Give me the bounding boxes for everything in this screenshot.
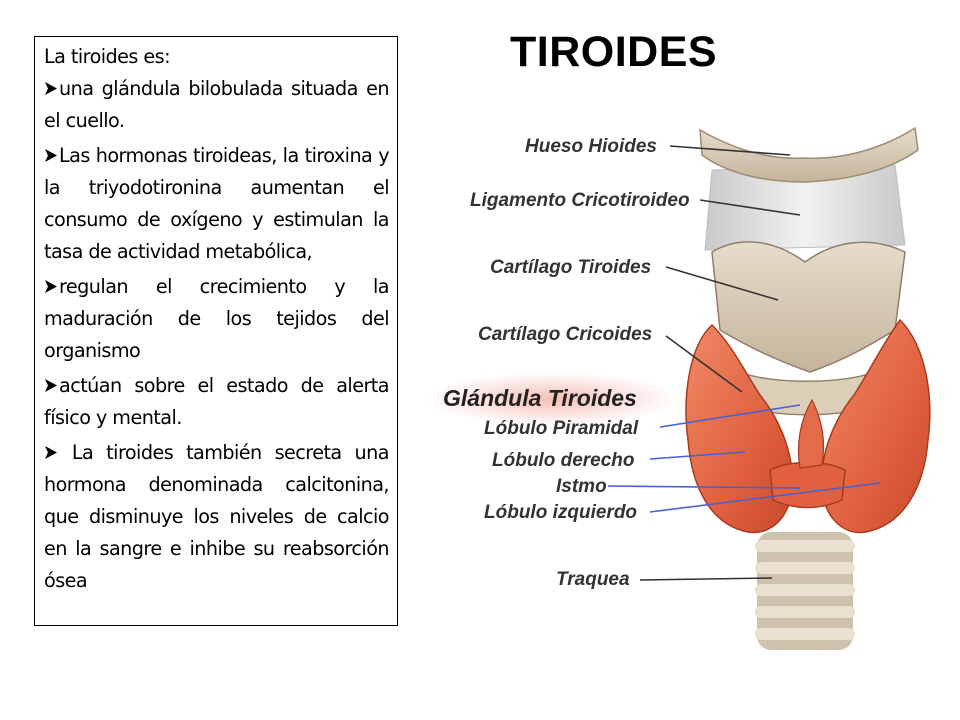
intro-text: La tiroides es:: [44, 45, 171, 68]
thyroid-cartilage: [711, 241, 906, 373]
right-lobe-shape: [685, 323, 794, 534]
label-lobulo-izquierdo: Lóbulo izquierdo: [484, 502, 637, 523]
bullet-item: La tiroides también secreta una hormona …: [44, 437, 390, 597]
label-glandula-tiroides: Glándula Tiroides: [443, 385, 637, 411]
bullet-text: una glándula bilobulada situada en el cu…: [44, 77, 390, 132]
label-lobulo-derecho: Lóbulo derecho: [492, 450, 635, 471]
bullet-text: Las hormonas tiroideas, la tiroxina y la…: [44, 144, 390, 263]
label-cartilago-cricoides: Cartílago Cricoides: [478, 324, 652, 345]
pyramidal-lobe-shape: [797, 398, 825, 469]
arrow-bullet-icon: [45, 149, 57, 162]
page-title: TIROIDES: [510, 28, 718, 76]
arrow-bullet-icon: [45, 379, 57, 392]
label-lobulo-piramidal: Lóbulo Piramidal: [484, 418, 639, 439]
bullet-list: una glándula bilobulada situada en el cu…: [44, 73, 390, 597]
description-box: La tiroides es: una glándula bilobulada …: [34, 36, 398, 626]
bullet-text: actúan sobre el estado de alerta físico …: [44, 374, 390, 429]
arrow-bullet-icon: [45, 280, 57, 293]
isthmus-shape: [769, 461, 846, 509]
bullet-item: regulan el crecimiento y la maduración d…: [44, 271, 390, 367]
label-ligamento: Ligamento Cricotiroideo: [470, 190, 690, 211]
bullet-item: Las hormonas tiroideas, la tiroxina y la…: [44, 140, 390, 268]
trachea: [755, 532, 855, 650]
bullet-text: La tiroides también secreta una hormona …: [44, 441, 390, 592]
left-lobe-shape: [820, 318, 931, 534]
bullet-item: actúan sobre el estado de alerta físico …: [44, 370, 390, 434]
bullet-text: regulan el crecimiento y la maduración d…: [44, 275, 390, 362]
bullet-item: una glándula bilobulada situada en el cu…: [44, 73, 390, 137]
thyroid-gland: [685, 318, 931, 534]
label-traquea: Traquea: [556, 569, 630, 590]
leader-lines: [607, 145, 881, 581]
label-highlight: [428, 372, 678, 426]
arrow-bullet-icon: [45, 446, 57, 459]
arrow-bullet-icon: [45, 82, 57, 95]
hyoid-bone: [699, 126, 919, 183]
label-cartilago-tiroides: Cartílago Tiroides: [490, 257, 651, 278]
label-istmo: Istmo: [556, 476, 607, 497]
label-hueso-hioides: Hueso Hioides: [525, 136, 657, 157]
